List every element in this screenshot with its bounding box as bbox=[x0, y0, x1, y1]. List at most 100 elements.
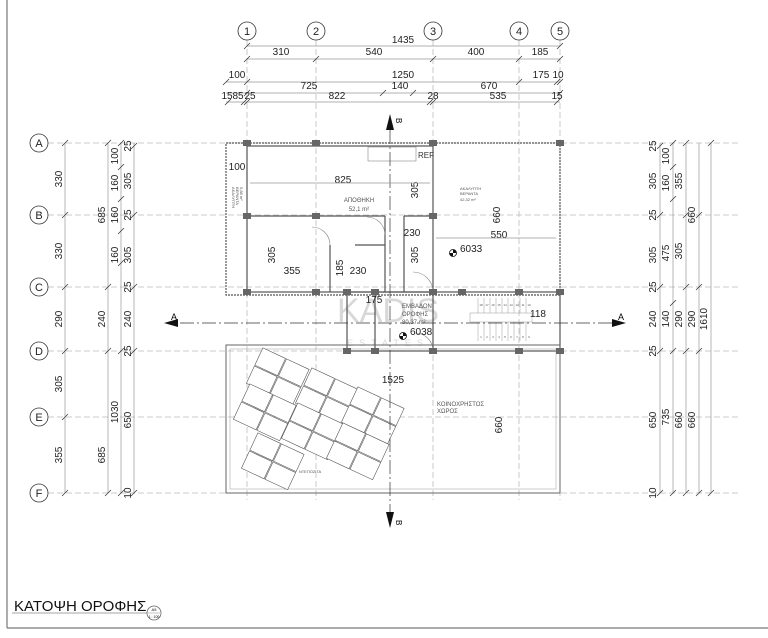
structural-column bbox=[458, 289, 466, 295]
dim-span: 160 bbox=[661, 174, 672, 191]
dimension-tick bbox=[556, 42, 564, 50]
dim-span: 10 bbox=[552, 70, 564, 81]
solar-panel bbox=[264, 461, 297, 491]
sheet-ref: A5 bbox=[152, 607, 158, 612]
dimension-tick bbox=[61, 211, 69, 219]
dim-axis-span: 355 bbox=[54, 446, 65, 463]
solar-panel bbox=[249, 432, 281, 462]
dim-span: 670 bbox=[481, 81, 498, 92]
stair-step-number: 6 bbox=[510, 335, 512, 339]
solar-panel bbox=[358, 433, 390, 463]
interior-dim: 175 bbox=[366, 295, 383, 306]
structural-column bbox=[243, 213, 251, 219]
stair-step-number: 16 bbox=[491, 303, 495, 307]
side-veranda-area: 9,88 m² bbox=[239, 187, 244, 201]
dim-span: 305 bbox=[648, 246, 659, 263]
structural-column bbox=[312, 289, 320, 295]
dimension-tick bbox=[553, 98, 561, 106]
grid-bubble bbox=[550, 21, 570, 41]
solar-panel bbox=[326, 440, 358, 470]
dimension-tick bbox=[117, 489, 125, 497]
watermark-line2: ESTATES bbox=[347, 338, 429, 348]
solar-panel-group bbox=[241, 432, 305, 491]
veranda-name1: ΑΚΑΛΥΠΤΗ bbox=[460, 186, 481, 191]
grid-bubble bbox=[29, 483, 49, 503]
dim-span: 85 bbox=[232, 91, 244, 102]
grid-bubble bbox=[237, 21, 257, 41]
dimension-tick bbox=[515, 55, 523, 63]
solar-panel bbox=[254, 347, 286, 377]
roof-area-name1: ΕΜΒΑΔΟΝ bbox=[402, 304, 432, 310]
stair-step-number: 12 bbox=[515, 303, 519, 307]
dim-span: 1250 bbox=[392, 70, 415, 81]
dimension-tick bbox=[117, 347, 125, 355]
dimension-tick bbox=[130, 142, 138, 150]
dim-span: 15 bbox=[221, 91, 233, 102]
side-veranda-name1: ΑΚΑΛΥΠΤΗ bbox=[231, 187, 236, 208]
solar-panel bbox=[289, 402, 321, 432]
dimension-tick bbox=[409, 89, 417, 97]
solar-panel bbox=[278, 358, 310, 388]
dimension-tick bbox=[656, 211, 664, 219]
dim-span: 28 bbox=[427, 91, 439, 102]
dim-span: 100 bbox=[110, 147, 121, 164]
stair-landing bbox=[469, 312, 533, 323]
interior-dim: 825 bbox=[335, 175, 352, 186]
stair-step-number: 17 bbox=[485, 303, 489, 307]
dim-span: 305 bbox=[123, 172, 134, 189]
dimension-tick bbox=[117, 139, 125, 147]
interior-dim: 305 bbox=[410, 181, 421, 198]
grid-bubble bbox=[423, 21, 443, 41]
dim-span: 822 bbox=[329, 91, 346, 102]
dim-span: 305 bbox=[648, 172, 659, 189]
roof-terrace-inner bbox=[229, 348, 557, 490]
section-arrow-icon bbox=[164, 319, 178, 327]
dim-span: 25 bbox=[244, 91, 256, 102]
dim-span: 685 bbox=[97, 206, 108, 223]
section-arrow-icon bbox=[612, 319, 626, 327]
dimension-tick bbox=[669, 347, 677, 355]
dimension-tick bbox=[669, 299, 677, 307]
grid-label-column: 3 bbox=[430, 26, 436, 38]
veranda-area: 42,32 m² bbox=[460, 197, 476, 202]
solar-panel-group bbox=[246, 347, 310, 406]
section-label-a-right: A bbox=[618, 312, 624, 322]
dim-axis-span: 185 bbox=[532, 47, 549, 58]
water-tanks-label: ΝΤΕΠΟΖΙΤΑ bbox=[299, 469, 322, 474]
dim-span: 240 bbox=[97, 310, 108, 327]
structural-column bbox=[556, 348, 564, 354]
solar-panel bbox=[349, 451, 382, 481]
dim-span: 305 bbox=[123, 246, 134, 263]
grid-label-row: E bbox=[35, 412, 42, 424]
dimension-tick bbox=[243, 55, 251, 63]
dim-axis-span: 290 bbox=[54, 310, 65, 327]
grid-bubble bbox=[29, 133, 49, 153]
grid-bubble bbox=[509, 21, 529, 41]
dimension-tick bbox=[117, 259, 125, 267]
solar-panel-group bbox=[341, 386, 405, 445]
section-label-b-bottom: B bbox=[394, 520, 403, 525]
dimension-tick bbox=[695, 347, 703, 355]
kitchen-counter bbox=[367, 146, 417, 162]
dimension-tick bbox=[669, 163, 677, 171]
grid-label-column: 5 bbox=[557, 26, 563, 38]
dimension-tick bbox=[707, 489, 715, 497]
storage-area: 52,1 m² bbox=[349, 207, 369, 213]
common-area-name2: ΧΩΡΟΣ bbox=[437, 409, 458, 415]
watermark-line1: KADIS bbox=[337, 292, 439, 330]
stair-step-number: 13 bbox=[509, 303, 513, 307]
dim-span: 10 bbox=[123, 487, 134, 499]
dimension-tick bbox=[669, 489, 677, 497]
dim-span: 290 bbox=[687, 310, 698, 327]
dimension-tick bbox=[682, 283, 690, 291]
dim-span: 175 bbox=[533, 70, 550, 81]
structural-column bbox=[371, 348, 379, 354]
dim-span: 140 bbox=[661, 310, 672, 327]
stair-step-number: 8 bbox=[522, 335, 524, 339]
roof-area-value: 80,37 m² bbox=[402, 320, 426, 326]
interior-dim: 100 bbox=[229, 162, 246, 173]
section-arrow-icon bbox=[386, 114, 394, 130]
structural-column bbox=[429, 213, 437, 219]
